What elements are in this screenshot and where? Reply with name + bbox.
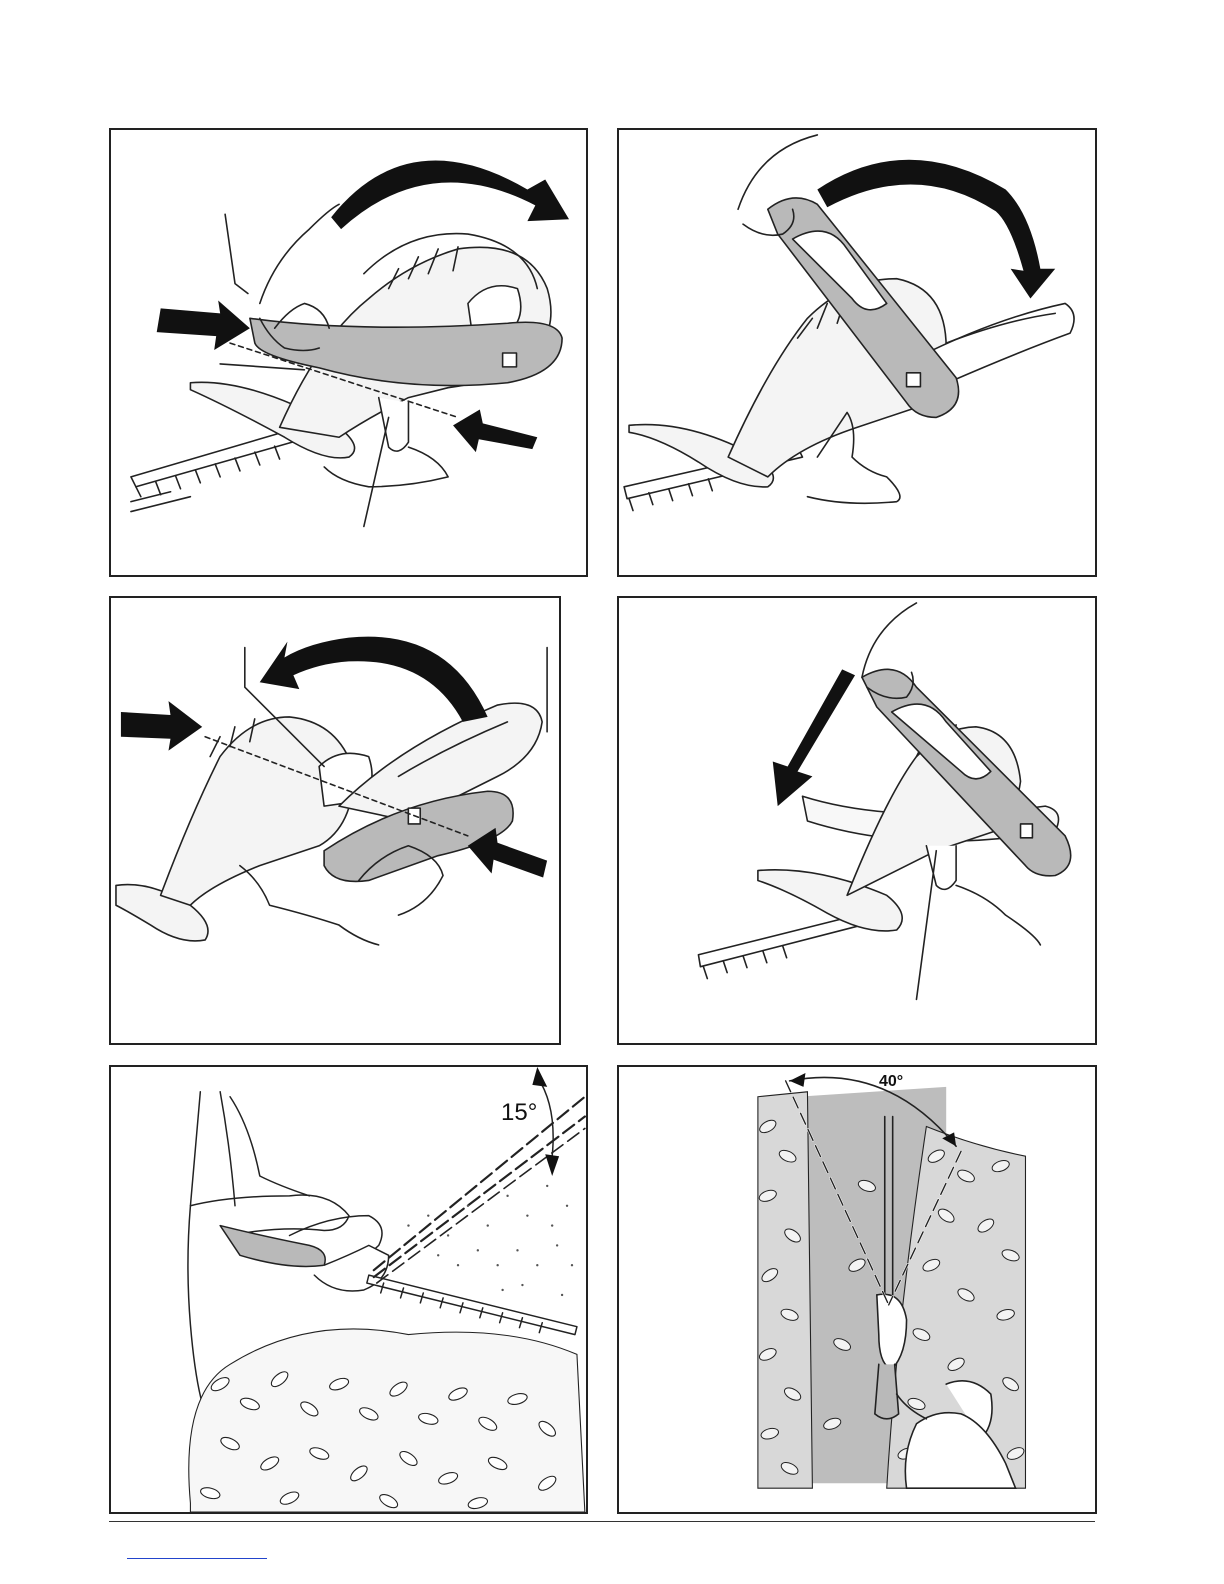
figure-6-panel: 40°	[617, 1065, 1097, 1514]
figure-1-illustration	[111, 130, 586, 575]
figure-3-illustration	[111, 598, 559, 1043]
footer-link-underline	[127, 1558, 267, 1559]
figure-3-panel	[109, 596, 561, 1045]
figure-4-panel	[617, 596, 1097, 1045]
figure-5-illustration	[111, 1067, 586, 1512]
figure-2-illustration	[619, 130, 1095, 575]
figure-4-illustration	[619, 598, 1095, 1043]
footer-divider	[109, 1521, 1095, 1522]
angle-label-15: 15°	[501, 1099, 537, 1127]
figure-2-panel	[617, 128, 1097, 577]
figure-1-panel	[109, 128, 588, 577]
figure-5-panel: 15°	[109, 1065, 588, 1514]
figure-6-illustration	[619, 1067, 1095, 1512]
angle-label-40: 40°	[879, 1073, 903, 1091]
